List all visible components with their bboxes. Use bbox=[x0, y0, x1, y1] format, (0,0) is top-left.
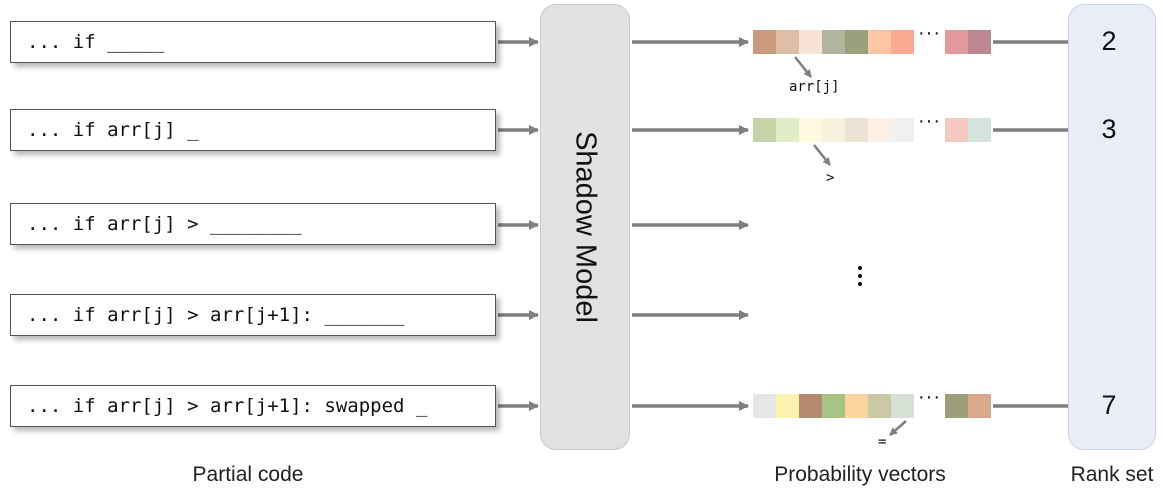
vector-cell bbox=[753, 118, 776, 142]
vector-cell bbox=[799, 118, 822, 142]
vector-cell bbox=[891, 30, 914, 54]
vector-cell bbox=[868, 118, 891, 142]
vector-cell bbox=[845, 118, 868, 142]
token-label-2: > bbox=[826, 170, 835, 186]
vector-cell bbox=[845, 394, 868, 418]
vector-cell bbox=[753, 30, 776, 54]
partial-code-box-2: ... if arr[j] _ bbox=[10, 109, 496, 151]
vector-ellipsis-3: ··· bbox=[918, 386, 941, 408]
vertical-ellipsis bbox=[855, 266, 865, 290]
caption-probability-vectors: Probability vectors bbox=[774, 463, 946, 486]
token-label-3: = bbox=[878, 434, 887, 450]
vector-cell bbox=[822, 118, 845, 142]
token-label-1: arr[j] bbox=[789, 79, 840, 95]
partial-code-box-4: ... if arr[j] > arr[j+1]: _______ bbox=[10, 294, 496, 336]
caption-rank-set: Rank set bbox=[1070, 463, 1154, 486]
vector-ellipsis-1: ··· bbox=[918, 22, 941, 44]
vector-cell bbox=[968, 118, 991, 142]
vector-cell bbox=[868, 30, 891, 54]
token-pointer-3 bbox=[889, 420, 907, 436]
rank-value-2: 3 bbox=[1101, 114, 1117, 144]
shadow-model-label: Shadow Model bbox=[569, 131, 602, 323]
partial-code-box-5: ... if arr[j] > arr[j+1]: swapped _ bbox=[10, 385, 496, 427]
vector-cell bbox=[945, 394, 968, 418]
partial-code-box-1: ... if _____ bbox=[10, 21, 496, 63]
vector-cell bbox=[945, 118, 968, 142]
token-pointer-1 bbox=[794, 56, 812, 78]
vector-cell bbox=[822, 394, 845, 418]
caption-partial-code: Partial code bbox=[192, 463, 304, 486]
vector-cell bbox=[968, 30, 991, 54]
vector-cell bbox=[891, 118, 914, 142]
vector-cell bbox=[776, 30, 799, 54]
rank-value-3: 7 bbox=[1101, 390, 1117, 420]
rank-value-1: 2 bbox=[1101, 26, 1117, 56]
vector-cell bbox=[799, 30, 822, 54]
token-pointer-2 bbox=[813, 144, 831, 166]
vector-cell bbox=[868, 394, 891, 418]
vector-cell bbox=[753, 394, 776, 418]
vector-cell bbox=[945, 30, 968, 54]
vector-cell bbox=[891, 394, 914, 418]
rank-set-panel bbox=[1068, 4, 1156, 450]
vector-cell bbox=[822, 30, 845, 54]
shadow-model-block: Shadow Model bbox=[540, 4, 630, 450]
vector-cell bbox=[845, 30, 868, 54]
vector-cell bbox=[776, 394, 799, 418]
vector-cell bbox=[776, 118, 799, 142]
partial-code-box-3: ... if arr[j] > ________ bbox=[10, 203, 496, 245]
vector-cell bbox=[799, 394, 822, 418]
vector-cell bbox=[968, 394, 991, 418]
vector-ellipsis-2: ··· bbox=[918, 110, 941, 132]
